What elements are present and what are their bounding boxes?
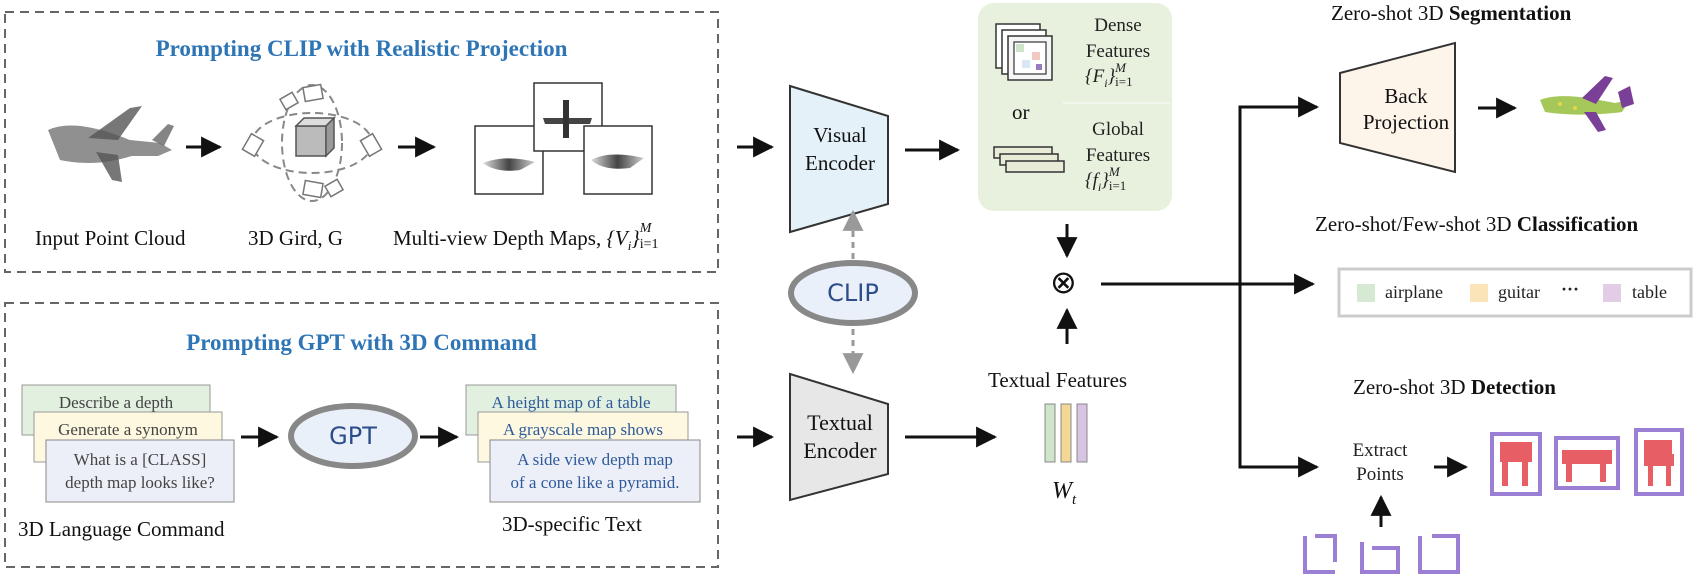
legend-ellipsis: ··· (1561, 279, 1580, 299)
text-2: A grayscale map shows (502, 420, 664, 439)
segmented-airplane-icon (1540, 76, 1634, 132)
clip-oval (788, 260, 918, 326)
text-1: A height map of a table (491, 393, 651, 412)
airplane-point-cloud-icon (48, 106, 174, 182)
classification-title: Zero-shot/Few-shot 3D Classification (1315, 212, 1639, 236)
legend-label-guitar: guitar (1498, 282, 1540, 302)
command-3-line1: What is a [CLASS] (73, 450, 207, 469)
clip-section-box (4, 11, 719, 273)
text-cards (465, 384, 701, 503)
clip-label: CLIP (827, 279, 879, 307)
command-3-line2: depth map looks like? (65, 473, 215, 492)
textual-feature-bars (1044, 403, 1088, 463)
global-feature-stack-icon (993, 146, 1065, 173)
3d-grid-label: 3D Gird, G (248, 226, 344, 250)
gpt-section-box (4, 302, 719, 568)
classification-legend-box (1337, 267, 1693, 318)
detection-title: Zero-shot 3D Detection (1353, 375, 1556, 399)
command-1: Describe a depth (58, 393, 174, 412)
gpt-section-title: Prompting GPT with 3D Command (186, 330, 537, 355)
multiply-operator-icon: ⊗ (1050, 263, 1077, 301)
back-projection-shape (1339, 41, 1456, 174)
text-3-line2: of a cone like a pyramid. (510, 473, 680, 492)
gpt-label: GPT (329, 422, 377, 450)
text-3-line1: A side view depth map (517, 450, 673, 469)
legend-swatch-airplane (1357, 284, 1375, 302)
detection-box-icons (1303, 428, 1684, 574)
dense-feature-stack-icon (995, 23, 1053, 81)
segmentation-title: Zero-shot 3D Segmentation (1331, 1, 1572, 25)
legend-label-airplane: airplane (1385, 282, 1443, 302)
language-command-label: 3D Language Command (18, 517, 225, 541)
legend-swatch-table (1603, 284, 1621, 302)
or-label: or (1012, 100, 1030, 124)
detected-object-points-icon (1500, 440, 1674, 486)
textual-features-label: Textual Features (988, 368, 1128, 392)
visual-encoder-shape (789, 84, 889, 234)
output-branches (1101, 96, 1320, 478)
command-2: Generate a synonym (58, 420, 198, 439)
textual-encoder-shape (789, 372, 889, 502)
specific-text-label: 3D-specific Text (502, 512, 642, 536)
wt-label: Wt (1052, 478, 1077, 508)
input-point-cloud-label: Input Point Cloud (35, 226, 186, 250)
command-cards (21, 384, 235, 503)
legend-swatch-guitar (1470, 284, 1488, 302)
depth-maps-text: Multi-view Depth Maps, (393, 226, 602, 250)
3d-grid-icon (241, 83, 383, 202)
legend-label-table: table (1632, 282, 1667, 302)
gpt-oval (288, 403, 418, 469)
clip-section-title: Prompting CLIP with Realistic Projection (155, 36, 568, 61)
depth-map-views (474, 82, 653, 195)
